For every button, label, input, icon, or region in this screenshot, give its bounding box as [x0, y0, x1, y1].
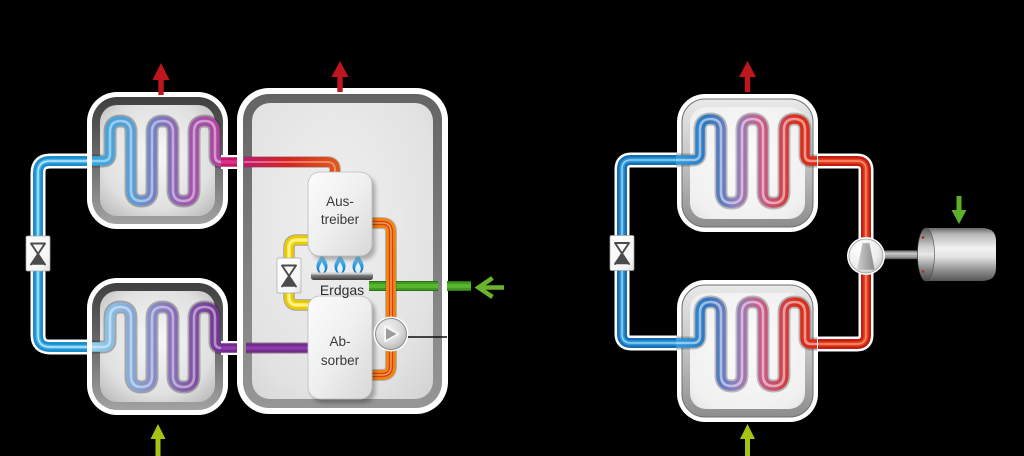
red-pipe — [244, 156, 341, 180]
austreiber-vessel: Aus- treiber — [307, 171, 376, 260]
ambient-heat-arrow-icon — [150, 424, 166, 456]
evaporator-coil — [676, 295, 817, 393]
orange-pipe — [370, 217, 397, 381]
condenser-coil — [92, 114, 228, 208]
gas-inlet-arrow-icon — [474, 276, 504, 299]
compressor-icon — [847, 237, 885, 275]
austreiber-label-line2: treiber — [321, 212, 360, 227]
heat-output-arrow-icon — [331, 61, 349, 92]
absorber-label-line2: sorber — [321, 353, 360, 368]
expansion-valve-icon — [609, 235, 635, 271]
drive-shaft — [880, 250, 922, 260]
burner-bar-icon — [311, 272, 373, 280]
drive-input-arrow-icon — [951, 196, 967, 224]
erdgas-label: Erdgas — [320, 282, 364, 298]
expansion-valve-icon — [276, 257, 302, 294]
evaporator-coil — [92, 300, 228, 394]
solution-pump-icon — [373, 316, 409, 352]
ambient-heat-arrow-icon — [740, 424, 755, 456]
absorber-vessel: Ab- sorber — [307, 295, 376, 403]
heat-output-arrow-icon — [152, 63, 170, 95]
expansion-valve-icon — [25, 235, 51, 272]
motor-icon — [917, 227, 996, 282]
heat-output-arrow-icon — [739, 61, 756, 92]
austreiber-label-line1: Aus- — [326, 194, 354, 209]
absorber-label-line1: Ab- — [329, 334, 350, 349]
electric-compression-heat-pump — [609, 61, 996, 456]
condenser-coil — [676, 112, 817, 210]
gas-absorption-heat-pump: Aus- treiber Ab- sorber Erdgas — [25, 61, 504, 456]
